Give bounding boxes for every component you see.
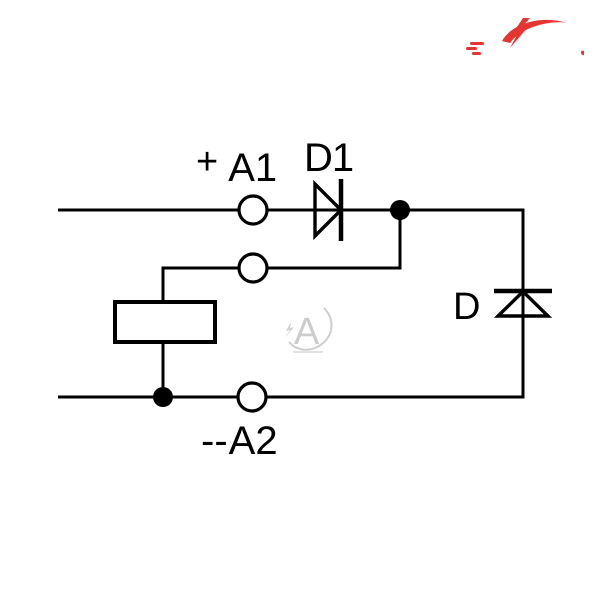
- lightning-bolt-icon: [510, 18, 530, 48]
- brand-logo-text: آرتاالکتریک: [580, 39, 584, 59]
- d1-anode-triangle: [313, 179, 344, 241]
- terminal-a2-label: --A2: [201, 421, 278, 461]
- polarity-plus-sign: +: [196, 141, 219, 183]
- terminal-mid-circle: [237, 252, 269, 284]
- logo-speed-lines: [466, 42, 484, 55]
- brand-logo: آرتاالکتریک: [466, 18, 584, 59]
- watermark-tagline-bar: [293, 351, 323, 353]
- terminal-a1-circle: [237, 194, 269, 226]
- watermark: A: [285, 307, 333, 353]
- terminal-a2-circle: [236, 381, 268, 413]
- junction-dot-bottom: [153, 387, 173, 407]
- terminal-a2-name: A2: [228, 419, 278, 463]
- d-anode-triangle: [493, 289, 553, 318]
- diode-d1-icon: [313, 179, 344, 241]
- terminal-a1-label: +A1: [196, 143, 278, 190]
- diode-d-label: D: [453, 286, 481, 328]
- watermark-swoosh-icon: [288, 307, 333, 351]
- junction-dot-top: [390, 200, 410, 220]
- polarity-minus-sign: --: [201, 419, 228, 463]
- watermark-letter: A: [294, 311, 320, 353]
- diode-d-icon: [493, 288, 553, 318]
- relay-coil-symbol: [113, 300, 217, 344]
- watermark-lightning-icon: [285, 322, 294, 338]
- logo-swoosh-icon: [502, 18, 567, 48]
- terminal-a1-name: A1: [228, 146, 278, 190]
- outer-wire: [58, 208, 525, 399]
- coil-branch-wire: [161, 210, 402, 302]
- diode-d1-label: D1: [304, 136, 354, 180]
